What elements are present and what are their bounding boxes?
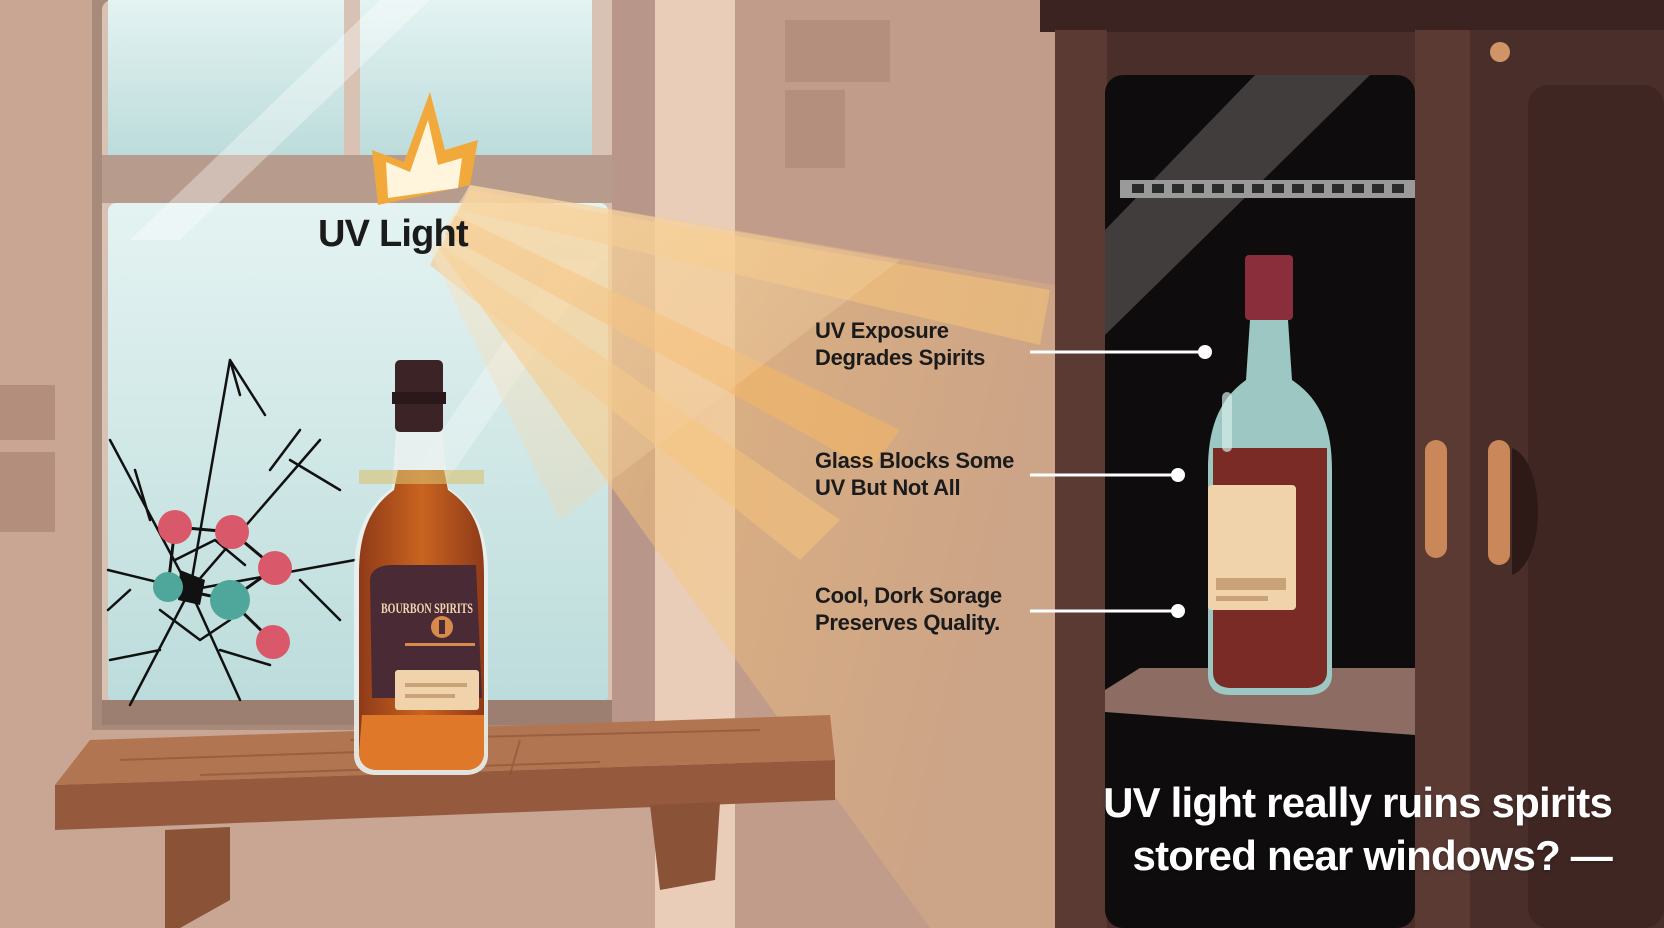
left-wall-tile-2 [0, 452, 55, 532]
shelf-bracket-right [650, 802, 720, 890]
cabinet-rail-holes [1132, 184, 1404, 193]
whiskey-bottle: BOURBON SPIRITS [354, 360, 488, 775]
headline-line-2: stored near windows? — [1132, 832, 1613, 879]
atom-teal-2 [210, 580, 250, 620]
atom-teal-1 [153, 572, 183, 602]
molecule-diagram [153, 510, 292, 659]
atom-red-1 [158, 510, 192, 544]
callout-2-dot [1171, 468, 1185, 482]
headline-question: UV light really ruins spirits stored nea… [1103, 776, 1613, 882]
wine-bottle [1208, 255, 1332, 695]
callout-1-dot [1198, 345, 1212, 359]
callout-leaders [1030, 350, 1205, 613]
callout-glass-blocks: Glass Blocks Some UV But Not All [815, 447, 1014, 501]
cabinet-top-trim [1040, 0, 1664, 32]
callout-2-line-1: Glass Blocks Some [815, 448, 1015, 473]
callout-1-line-1: UV Exposure [815, 318, 949, 343]
window-upper-pane-right [360, 0, 592, 155]
uv-sun-core [386, 120, 462, 198]
atom-red-4 [256, 625, 290, 659]
shelf-bracket-left [165, 827, 230, 928]
cabinet-inner-shelf [1105, 668, 1415, 735]
wine-bottle-cap [1245, 255, 1293, 320]
wine-bottle-label-area [1208, 485, 1296, 610]
wall-notch-1 [785, 20, 890, 82]
uv-light-label: UV Light [318, 213, 469, 255]
wall-notch-2 [785, 90, 845, 168]
cabinet-door-knob [1490, 42, 1510, 62]
cabinet-right-door-panel [1528, 85, 1664, 928]
callout-uv-exposure: UV Exposure Degrades Spirits [815, 317, 985, 371]
callout-3-line-1: Cool, Dork Sorage [815, 583, 1002, 608]
uv-beam-glow [430, 185, 900, 520]
headline-line-1: UV light really ruins spirits [1103, 779, 1613, 826]
cracked-glass [106, 358, 357, 707]
crack-impact [178, 570, 205, 605]
callout-3-dot [1171, 604, 1185, 618]
cabinet-handle-left [1425, 440, 1447, 558]
atom-red-3 [258, 551, 292, 585]
window-upper-pane-left [108, 0, 344, 155]
cabinet-handle-right [1488, 440, 1510, 565]
shelf-front [55, 760, 835, 830]
atom-red-2 [215, 515, 249, 549]
cabinet-glass-reflection [1105, 75, 1370, 335]
glass-reflection-1 [130, 0, 430, 240]
left-wall-tile-1 [0, 385, 55, 440]
whiskey-bottle-label: BOURBON SPIRITS [381, 601, 473, 617]
callout-3-line-2: Preserves Quality. [815, 610, 1000, 635]
callout-2-line-2: UV But Not All [815, 475, 961, 500]
callout-1-line-2: Degrades Spirits [815, 345, 986, 370]
cabinet-rail [1120, 180, 1415, 198]
callout-cool-dark-storage: Cool, Dork Sorage Preserves Quality. [815, 582, 1002, 636]
cabinet-left-edge [1055, 30, 1107, 928]
